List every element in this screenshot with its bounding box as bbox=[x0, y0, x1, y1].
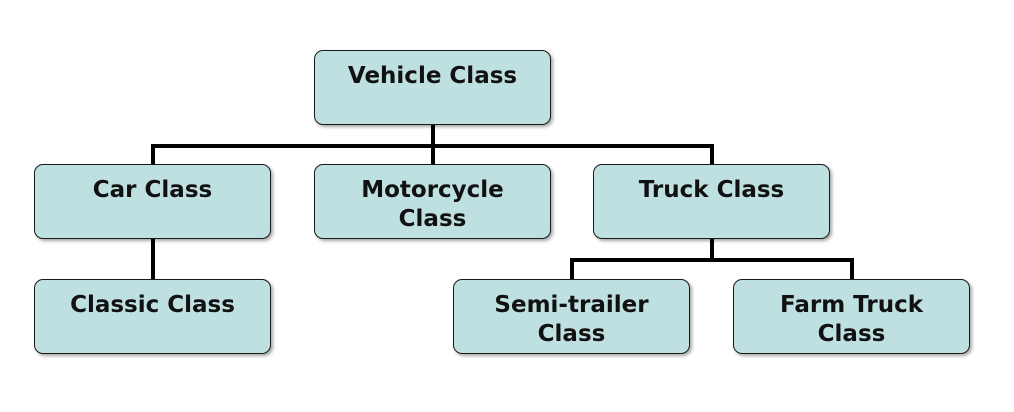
node-vehicle-class: Vehicle Class bbox=[314, 50, 551, 125]
node-label: Truck Class bbox=[638, 177, 785, 203]
node-farm-truck-class: Farm Truck Class bbox=[733, 279, 970, 354]
node-car-class: Car Class bbox=[34, 164, 271, 239]
node-label: Semi-trailer Class bbox=[494, 292, 649, 347]
node-truck-class: Truck Class bbox=[593, 164, 830, 239]
node-label: Car Class bbox=[92, 177, 213, 203]
node-motorcycle-class: Motorcycle Class bbox=[314, 164, 551, 239]
node-label: Classic Class bbox=[70, 292, 235, 318]
node-classic-class: Classic Class bbox=[34, 279, 271, 354]
node-semi-trailer-class: Semi-trailer Class bbox=[453, 279, 690, 354]
node-label: Vehicle Class bbox=[347, 63, 518, 89]
node-label: Motorcycle Class bbox=[361, 177, 504, 232]
node-label: Farm Truck Class bbox=[779, 292, 923, 347]
